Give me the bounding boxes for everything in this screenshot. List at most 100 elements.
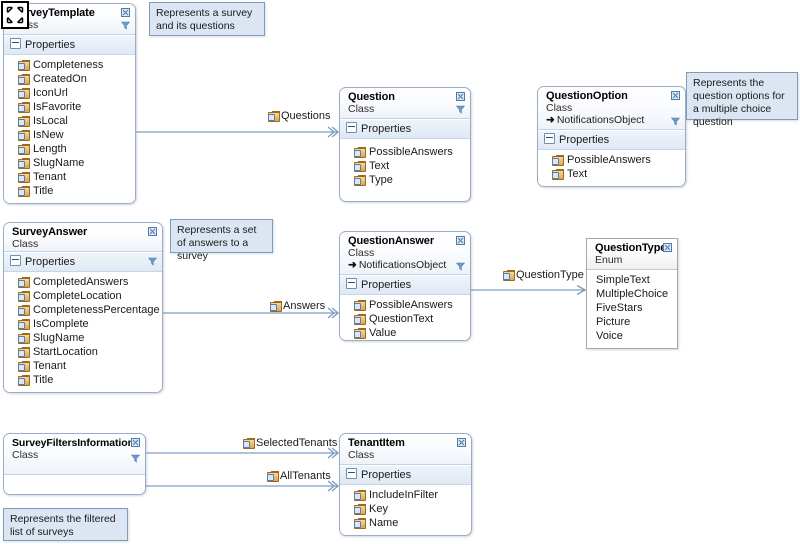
member-row[interactable]: CompletenessPercentage (10, 303, 160, 317)
comment-note-survey-answer[interactable]: Represents a set of answers to a survey (170, 219, 273, 262)
property-icon (18, 130, 30, 141)
filter-icon[interactable] (671, 117, 680, 126)
enum-value[interactable]: SimpleText (596, 274, 650, 286)
member-row[interactable]: IsNew (10, 128, 129, 142)
compartment-properties[interactable]: Properties (340, 119, 470, 139)
member-row[interactable]: Key (346, 502, 465, 516)
compartment-properties[interactable]: Properties (340, 275, 470, 295)
member-name: IsLocal (33, 115, 68, 127)
filter-icon[interactable] (456, 262, 465, 271)
class-header: QuestionAnswer Class ➜NotificationsObjec… (340, 232, 470, 275)
filter-icon[interactable] (131, 454, 140, 463)
member-row[interactable]: QuestionText (346, 312, 464, 326)
expander-icon[interactable] (346, 122, 357, 133)
comment-note-survey-template[interactable]: Represents a survey and its questions (149, 2, 265, 36)
collapse-icon[interactable] (457, 438, 466, 447)
compartment-properties[interactable]: Properties (4, 252, 162, 272)
class-box-question-answer[interactable]: QuestionAnswer Class ➜NotificationsObjec… (339, 231, 471, 341)
class-box-question-option[interactable]: QuestionOption Class ➜NotificationsObjec… (537, 86, 686, 187)
comment-note-survey-filters[interactable]: Represents the filtered list of surveys (3, 508, 128, 541)
member-row[interactable]: Tenant (10, 170, 129, 184)
collapse-icon[interactable] (131, 438, 140, 447)
filter-icon[interactable] (456, 105, 465, 114)
member-row[interactable]: CreatedOn (10, 72, 129, 86)
collapse-icon[interactable] (663, 243, 672, 252)
member-row[interactable]: IsLocal (10, 114, 129, 128)
note-text: Represents a set of answers to a survey (177, 224, 257, 262)
filter-icon[interactable] (121, 21, 130, 30)
empty-body (4, 475, 145, 494)
filter-icon[interactable] (148, 257, 157, 266)
property-icon (18, 144, 30, 155)
member-row[interactable]: IsComplete (10, 317, 156, 331)
fullscreen-icon[interactable] (1, 1, 29, 29)
member-row[interactable]: IncludeInFilter (346, 488, 465, 502)
member-row[interactable]: Name (346, 516, 465, 530)
member-name: IconUrl (33, 87, 68, 99)
member-row[interactable]: Value (346, 326, 464, 340)
member-row[interactable]: CompletedAnswers (10, 275, 156, 289)
property-icon (18, 319, 30, 330)
expander-icon[interactable] (544, 133, 555, 144)
member-row[interactable]: StartLocation (10, 345, 156, 359)
assoc-label-question-type[interactable]: QuestionType (503, 269, 584, 281)
class-box-survey-answer[interactable]: SurveyAnswer Class Properties CompletedA… (3, 222, 163, 393)
expander-icon[interactable] (346, 278, 357, 289)
collapse-icon[interactable] (148, 227, 157, 236)
enum-value-list: SimpleText MultipleChoice FiveStars Pict… (587, 270, 677, 348)
property-icon (270, 301, 282, 312)
member-name: PossibleAnswers (369, 299, 453, 311)
member-row[interactable]: Title (10, 373, 156, 387)
assoc-label-answers[interactable]: Answers (270, 300, 325, 312)
assoc-label-all-tenants[interactable]: AllTenants (267, 470, 331, 482)
member-row[interactable]: Tenant (10, 359, 156, 373)
compartment-properties[interactable]: Properties (340, 465, 471, 485)
member-row[interactable]: Text (544, 167, 679, 181)
class-header: TenantItem Class (340, 434, 471, 465)
member-row[interactable]: Completeness (10, 58, 129, 72)
class-box-survey-filters-information[interactable]: SurveyFiltersInformation Class (3, 433, 146, 495)
assoc-label-selected-tenants[interactable]: SelectedTenants (243, 437, 337, 449)
member-row[interactable]: PossibleAnswers (544, 153, 679, 167)
enum-box-question-type[interactable]: QuestionType Enum SimpleText MultipleCho… (586, 238, 678, 349)
property-icon (18, 186, 30, 197)
enum-value[interactable]: Picture (596, 316, 631, 328)
member-row[interactable]: PossibleAnswers (346, 298, 464, 312)
member-row[interactable]: SlugName (10, 156, 129, 170)
enum-value[interactable]: MultipleChoice (596, 288, 669, 300)
expander-icon[interactable] (346, 468, 357, 479)
collapse-icon[interactable] (456, 92, 465, 101)
member-row[interactable]: SlugName (10, 331, 156, 345)
class-box-question[interactable]: Question Class Properties PossibleAnswer… (339, 87, 471, 202)
property-icon (18, 347, 30, 358)
expander-icon[interactable] (10, 255, 21, 266)
property-icon (268, 111, 280, 122)
member-row[interactable]: Length (10, 142, 129, 156)
collapse-icon[interactable] (456, 236, 465, 245)
member-row[interactable]: PossibleAnswers (346, 145, 464, 159)
enum-value[interactable]: Voice (596, 330, 623, 342)
enum-value[interactable]: FiveStars (596, 302, 643, 314)
comment-note-question-option[interactable]: Represents the question options for a mu… (686, 72, 798, 128)
member-row[interactable]: Type (346, 173, 464, 187)
collapse-icon[interactable] (671, 91, 680, 100)
class-name: QuestionAnswer (348, 235, 435, 247)
expander-icon[interactable] (10, 38, 21, 49)
property-icon (18, 277, 30, 288)
member-row[interactable]: CompleteLocation (10, 289, 156, 303)
member-row[interactable]: Text (346, 159, 464, 173)
member-row[interactable]: IconUrl (10, 86, 129, 100)
member-row[interactable]: Title (10, 184, 129, 198)
compartment-properties[interactable]: Properties (538, 130, 685, 150)
assoc-label-questions[interactable]: Questions (268, 110, 331, 122)
member-list: Completeness CreatedOn IconUrl IsFavorit… (4, 55, 135, 203)
class-box-survey-template[interactable]: SurveyTemplate Class Properties Complete… (3, 3, 136, 204)
compartment-properties[interactable]: Properties (4, 35, 135, 55)
note-text: Represents the question options for a mu… (693, 77, 785, 128)
collapse-icon[interactable] (121, 8, 130, 17)
base-class-name: NotificationsObject (556, 114, 645, 126)
member-row[interactable]: IsFavorite (10, 100, 129, 114)
property-icon (354, 504, 366, 515)
inheritance-arrow-icon: ➜ (348, 259, 357, 271)
class-box-tenant-item[interactable]: TenantItem Class Properties IncludeInFil… (339, 433, 472, 536)
